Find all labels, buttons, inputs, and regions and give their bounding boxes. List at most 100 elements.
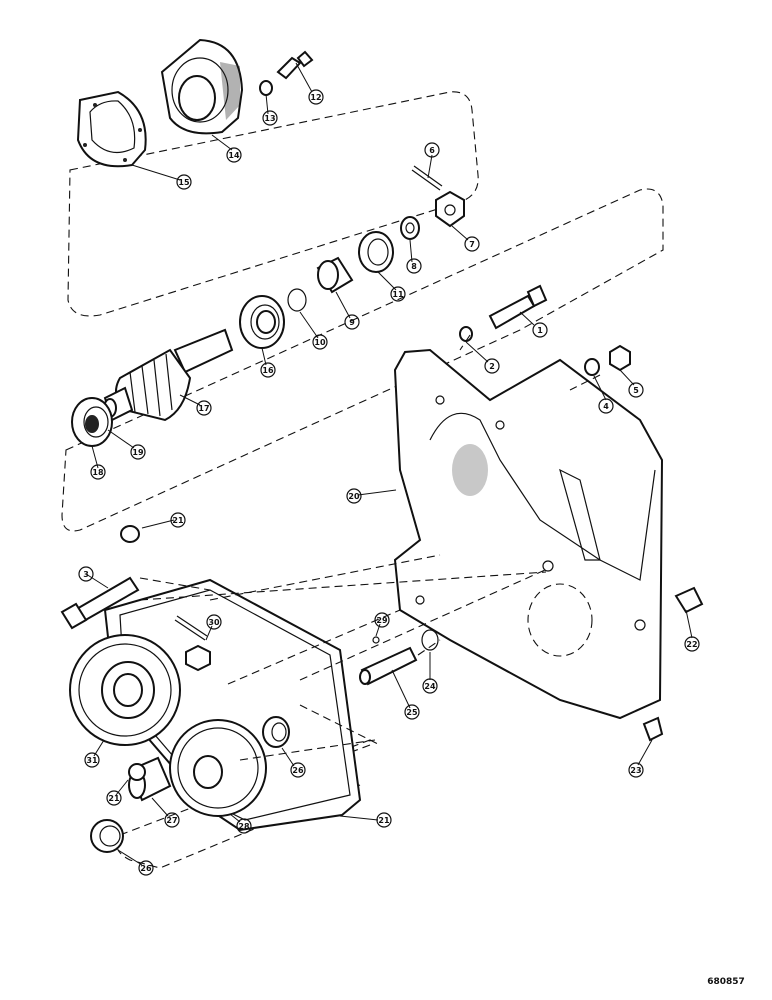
callout-20: 20 <box>346 488 362 504</box>
drawing-code: 680857 <box>707 977 745 987</box>
callout-4: 4 <box>598 398 614 414</box>
svg-text:29: 29 <box>376 616 388 625</box>
gear-28 <box>169 719 267 817</box>
bolt-12 <box>276 50 314 80</box>
callout-15: 15 <box>176 174 192 190</box>
svg-text:13: 13 <box>264 114 275 123</box>
gasket-15 <box>76 90 147 168</box>
svg-text:10: 10 <box>314 338 326 347</box>
svg-text:22: 22 <box>686 640 697 649</box>
callout-3: 3 <box>78 566 94 582</box>
svg-text:2: 2 <box>489 362 495 371</box>
callouts: 1 2 3 4 5 6 7 8 9 10 11 12 13 14 15 16 1… <box>78 89 700 876</box>
washer-21-lower <box>128 763 146 781</box>
svg-text:24: 24 <box>424 682 436 691</box>
callout-leaders <box>85 62 693 866</box>
callout-18: 18 <box>90 464 106 480</box>
callout-2: 2 <box>484 358 500 374</box>
svg-text:28: 28 <box>238 822 250 831</box>
bolt-1 <box>488 284 548 330</box>
callout-9: 9 <box>344 314 360 330</box>
svg-text:21: 21 <box>172 516 184 525</box>
callout-24: 24 <box>422 678 438 694</box>
callout-25: 25 <box>404 704 420 720</box>
svg-text:1: 1 <box>537 326 543 335</box>
svg-text:7: 7 <box>469 240 475 249</box>
svg-text:26: 26 <box>140 864 152 873</box>
callout-12: 12 <box>308 89 324 105</box>
seal-26-right <box>262 716 290 748</box>
callout-6: 6 <box>424 142 440 158</box>
svg-text:19: 19 <box>132 448 144 457</box>
nut-5 <box>609 344 631 372</box>
svg-text:12: 12 <box>310 93 321 102</box>
middle-group-outline <box>61 188 664 532</box>
svg-text:30: 30 <box>208 618 220 627</box>
callout-10: 10 <box>312 334 328 350</box>
washer-4 <box>584 358 600 376</box>
spacer-9 <box>316 256 354 294</box>
castle-nut-7 <box>435 190 465 228</box>
callout-22: 22 <box>684 636 700 652</box>
svg-text:16: 16 <box>262 366 274 375</box>
svg-text:18: 18 <box>92 468 104 477</box>
bearing-cup-11 <box>358 231 394 273</box>
ball-29 <box>372 636 380 644</box>
svg-text:23: 23 <box>630 766 641 775</box>
svg-text:3: 3 <box>83 570 89 579</box>
bearing-retainer-14 <box>160 38 244 135</box>
callout-14: 14 <box>226 147 242 163</box>
svg-text:17: 17 <box>198 404 209 413</box>
callout-17: 17 <box>196 400 212 416</box>
callout-30: 30 <box>206 614 222 630</box>
svg-text:27: 27 <box>166 816 177 825</box>
callout-21-lower: 21 <box>106 790 122 806</box>
callout-21-top: 21 <box>170 512 186 528</box>
callout-5: 5 <box>628 382 644 398</box>
gear-housing-20 <box>393 348 664 720</box>
washer-2 <box>459 326 473 342</box>
callout-31: 31 <box>84 752 100 768</box>
pin-30 <box>174 615 211 672</box>
pinion-shaft-17 <box>103 328 234 422</box>
svg-text:9: 9 <box>349 318 355 327</box>
callout-23: 23 <box>628 762 644 778</box>
callout-21-gasket: 21 <box>376 812 392 828</box>
svg-text:15: 15 <box>178 178 190 187</box>
washer-8 <box>400 216 420 240</box>
callout-7: 7 <box>464 236 480 252</box>
callout-16: 16 <box>260 362 276 378</box>
washer-21-upper <box>120 525 140 543</box>
alignment-lines <box>139 334 601 761</box>
plug-23 <box>642 716 664 742</box>
svg-text:4: 4 <box>603 402 609 411</box>
svg-text:14: 14 <box>228 151 240 160</box>
callout-27: 27 <box>164 812 180 828</box>
callout-26-right: 26 <box>290 762 306 778</box>
svg-text:31: 31 <box>86 756 98 765</box>
lock-washer-13 <box>259 80 273 96</box>
callout-29: 29 <box>374 612 390 628</box>
callout-11: 11 <box>390 286 406 302</box>
svg-text:20: 20 <box>348 492 360 501</box>
svg-text:26: 26 <box>292 766 304 775</box>
callout-19: 19 <box>130 444 146 460</box>
svg-text:6: 6 <box>429 146 435 155</box>
o-ring-24 <box>421 629 439 651</box>
gear-31 <box>69 634 181 746</box>
seal-26-lower <box>90 819 124 853</box>
svg-text:21: 21 <box>378 816 390 825</box>
callout-8: 8 <box>406 258 422 274</box>
svg-text:11: 11 <box>392 290 404 299</box>
callout-28: 28 <box>236 818 252 834</box>
callout-13: 13 <box>262 110 278 126</box>
svg-text:21: 21 <box>108 794 120 803</box>
plug-22 <box>674 586 704 614</box>
svg-text:25: 25 <box>406 708 418 717</box>
cotter-pin-6 <box>411 165 443 191</box>
callout-26-lower: 26 <box>138 860 154 876</box>
snap-ring-10 <box>287 288 307 312</box>
seal-19 <box>85 415 99 433</box>
